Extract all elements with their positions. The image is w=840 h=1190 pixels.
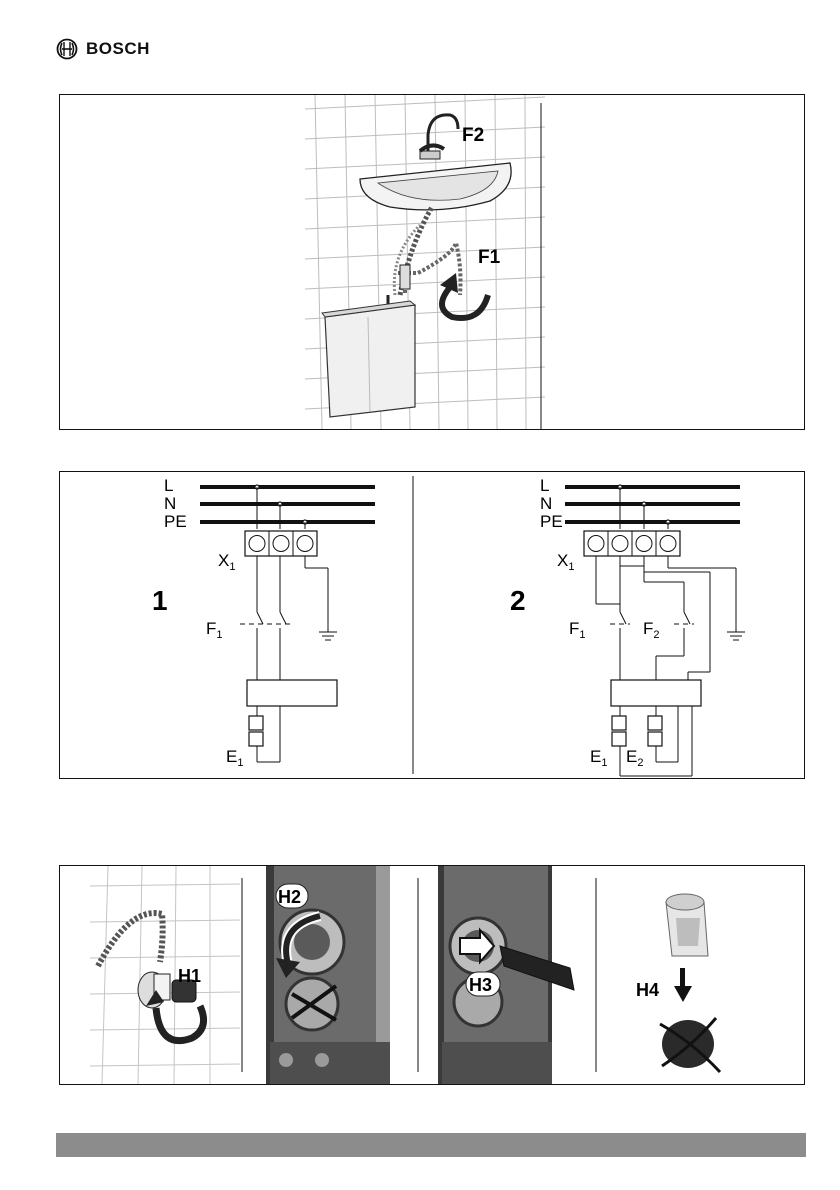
- label-h4: H4: [636, 980, 659, 1000]
- maintenance-steps: H1 H2: [60, 866, 804, 1084]
- step-h3-illustration: H3: [438, 866, 574, 1084]
- wiring-figure: L N PE X1 1 F1 E1: [59, 471, 805, 779]
- label-h2: H2: [278, 887, 301, 907]
- wiring-diagram-1: [200, 485, 375, 762]
- label-f1: F1: [478, 247, 501, 268]
- h4-down-arrow-icon: [674, 986, 692, 1002]
- step-h4-illustration: H4: [636, 894, 720, 1072]
- label-h3: H3: [469, 975, 492, 995]
- label-h1: H1: [178, 966, 201, 986]
- d2-line-l: L: [540, 476, 549, 495]
- d2-fuse-2: F2: [643, 619, 660, 641]
- installation-illustration: F2 F1: [60, 95, 804, 429]
- d2-fuse-1: F1: [569, 619, 586, 641]
- brand-name: BOSCH: [86, 39, 150, 59]
- f2-rotate-arrow-icon: [420, 145, 444, 151]
- d1-line-l: L: [164, 476, 173, 495]
- step-h2-illustration: H2: [266, 866, 390, 1084]
- d1-fuse: F1: [206, 619, 223, 641]
- d2-line-n: N: [540, 494, 552, 513]
- h1-rotate-arrow-icon: [156, 1006, 204, 1041]
- wiring-diagrams: L N PE X1 1 F1 E1: [60, 472, 804, 778]
- d1-terminal: X1: [218, 551, 235, 573]
- f1-rotate-arrow-icon: [442, 285, 488, 318]
- footer-bar: [56, 1133, 806, 1157]
- header: BOSCH: [56, 38, 150, 60]
- d1-line-n: N: [164, 494, 176, 513]
- diagram-number-1: 1: [152, 585, 168, 616]
- installation-figure: F2 F1: [59, 94, 805, 430]
- label-f2: F2: [462, 125, 484, 146]
- step-h1-illustration: H1: [90, 866, 240, 1084]
- d2-line-pe: PE: [540, 512, 563, 531]
- d1-element: E1: [226, 747, 243, 769]
- d1-line-pe: PE: [164, 512, 187, 531]
- d2-terminal: X1: [557, 551, 574, 573]
- d2-element-2: E2: [626, 747, 643, 769]
- d2-element-1: E1: [590, 747, 607, 769]
- bosch-armature-logo-icon: [56, 38, 78, 60]
- diagram-number-2: 2: [510, 585, 526, 616]
- maintenance-steps-figure: H1 H2: [59, 865, 805, 1085]
